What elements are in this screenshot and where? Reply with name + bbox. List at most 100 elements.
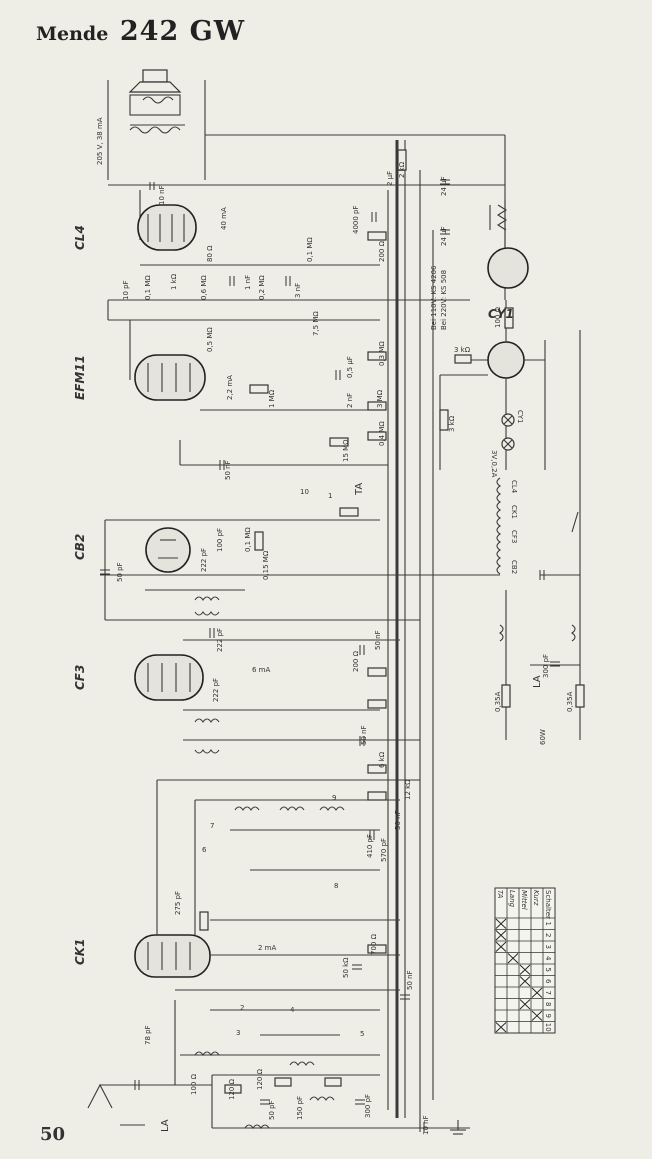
tube-label-cb2: CB2 [73, 534, 87, 560]
switch-table-row-label: TA [496, 890, 504, 899]
switch-table-header-cell: 5 [544, 968, 552, 972]
cap-222pF-c: 222 pF [212, 678, 220, 702]
res-0-1M-b: 0,1 MΩ [144, 275, 152, 300]
res-50kOhm: 50 kΩ [342, 957, 350, 978]
res-3kOhm-b: 3 kΩ [448, 415, 456, 432]
filament-cf3: CF3 [510, 530, 518, 543]
cap-50nF-e: 50 nF [406, 970, 414, 990]
filament-cy1: CY1 [516, 410, 524, 424]
res-700Ohm: 700 Ω [370, 933, 378, 955]
page-title: Mende 242 GW [36, 16, 245, 47]
cap-100pF-a: 100 pF [216, 528, 224, 552]
cap-150pF: 150 pF [296, 1096, 304, 1120]
capacitors [100, 179, 560, 1132]
switch-table-mark [519, 976, 531, 987]
switch-table-mark [519, 999, 531, 1010]
rectifier-note-2: Bei 220V: KS 508 [440, 270, 448, 330]
tube-efm11 [134, 354, 206, 401]
switch-table-mark [495, 930, 507, 941]
switch-label-9: 9 [332, 794, 336, 802]
res-200Ohm-b: 200 Ω [352, 650, 360, 672]
switch-table-mark [531, 987, 543, 998]
res-200Ohm: 200 Ω [378, 240, 386, 262]
page-number: 50 [40, 1124, 66, 1145]
resistors [199, 149, 514, 1094]
cap-24uF-b: 24 µF [440, 226, 448, 246]
pickup-label: TA [354, 483, 365, 496]
res-80Ohm: 80 Ω [206, 245, 214, 262]
tube-cl4 [137, 204, 197, 251]
switch-table-header-cell: 1 [544, 922, 552, 926]
tube-label-cl4: CL4 [73, 225, 87, 250]
switch-table-header-cell: 4 [544, 956, 552, 961]
res-0-1M-c: 0,1 MΩ [244, 527, 252, 552]
res-15M: 15 MΩ [342, 439, 350, 462]
cap-10nF-top: 10 nF [158, 185, 166, 205]
mid-wiring [104, 519, 420, 1129]
filament-cl4: CL4 [510, 480, 518, 494]
cap-50nF-b: 50 nF [374, 630, 382, 650]
switch-table-header-cell: 10 [544, 1023, 552, 1032]
power-rating: 60W [539, 729, 547, 745]
current-ck1: 2 mA [258, 944, 276, 952]
switch-table-mark [495, 1022, 507, 1033]
cap-300pF: 300 pF [542, 654, 550, 678]
cap-50nF-d: 50 nF [394, 810, 402, 830]
switch-label-3: 3 [236, 1029, 240, 1037]
antenna-label-right: LA [532, 675, 543, 688]
cap-410pF: 410 pF [366, 834, 374, 858]
res-100Ohm: 100 Ω [494, 306, 502, 328]
switch-table-mark [495, 941, 507, 952]
cap-300pF-b: 300 pF [364, 1094, 372, 1118]
res-1kOhm: 1 kΩ [170, 273, 178, 290]
cap-4000pF: 4000 pF [352, 205, 360, 234]
cap-10nF-bot: 10 nF [422, 1115, 430, 1135]
res-120Ohm-b: 120 Ω [256, 1068, 264, 1090]
top-wiring [107, 80, 506, 466]
filament-ck1: CK1 [510, 505, 518, 519]
switch-table-header-cell: 6 [544, 979, 552, 984]
switch-table-row-label: Lang [508, 890, 516, 908]
switch-label-10: 10 [300, 488, 309, 496]
res-0-4M: 0,4 MΩ [378, 421, 386, 446]
cap-275pF: 275 pF [174, 891, 182, 915]
switch-table-header-cell: 7 [544, 991, 552, 995]
switch-table-mark [495, 918, 507, 929]
switch-table-header-cell: 8 [544, 1002, 552, 1006]
speaker-label: 205 V, 38 mA [96, 117, 104, 165]
res-6kOhm: 6 kΩ [378, 751, 386, 768]
switch-table-header-cell: 3 [544, 945, 552, 949]
tube-cy1 [439, 200, 546, 470]
res-0-3M: 0,3 MΩ [378, 341, 386, 366]
switch-label-6: 6 [202, 846, 207, 854]
switch-label-7: 7 [210, 822, 214, 830]
tube-cf3 [134, 654, 204, 701]
fuse-1: 0,35A [494, 691, 502, 712]
fuse-2: 0,35A [566, 691, 574, 712]
res-1MOhm: 1 MΩ [268, 389, 276, 408]
model-number: 242 GW [119, 16, 246, 47]
cap-24uF-a: 24 µF [440, 176, 448, 196]
antenna-label-bottom: LA [160, 1119, 171, 1132]
res-12kOhm: 12 kΩ [404, 779, 412, 800]
ground-symbol [450, 1120, 466, 1135]
res-2kOhm: 2 kΩ [398, 161, 406, 178]
res-0-1M-a: 0,1 MΩ [306, 237, 314, 262]
cap-222pF-b: 222 pF [216, 628, 224, 652]
switch-table-header-cell: 9 [544, 1014, 552, 1018]
switch-table-mark [531, 1010, 543, 1021]
tube-cb2 [145, 527, 191, 573]
res-100Ohm-b: 100 Ω [190, 1073, 198, 1095]
cap-50pF-b: 50 pF [268, 1100, 276, 1120]
cap-10pF: 10 pF [122, 280, 130, 300]
pilot-lamp: 3V,0,2A [490, 450, 498, 478]
switch-table-row-label: Kurz [532, 890, 540, 906]
switch-table-mark [507, 953, 519, 964]
cap-50nF-a: 50 nF [224, 460, 232, 480]
cap-3nF: 3 nF [294, 283, 302, 298]
filament-chain [100, 330, 585, 740]
cap-222pF-a: 222 pF [200, 548, 208, 572]
